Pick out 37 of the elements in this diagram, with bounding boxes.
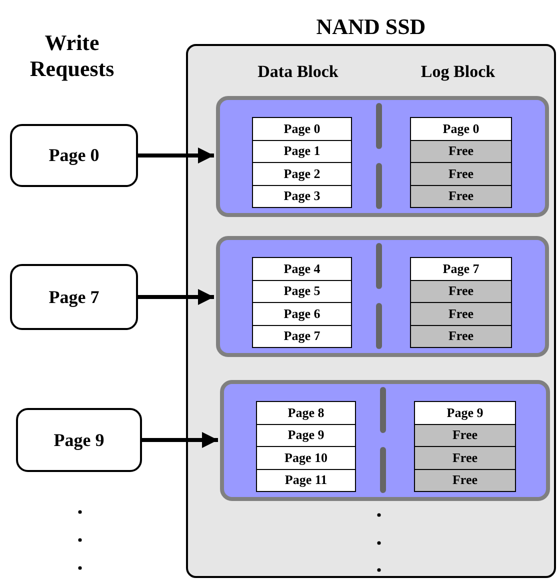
request-box: Page 7 — [10, 264, 138, 330]
arrow — [138, 289, 214, 305]
free-page-slot: Free — [410, 162, 512, 186]
page-slot: Page 2 — [252, 162, 352, 186]
page-slot: Page 4 — [252, 257, 352, 280]
page-slot: Page 9 — [256, 424, 356, 447]
page-slot: Page 8 — [256, 401, 356, 424]
block-group — [220, 380, 550, 501]
free-page-slot: Free — [410, 324, 512, 348]
page-slot: Page 10 — [256, 446, 356, 470]
page-slot: Page 3 — [252, 184, 352, 208]
arrow — [142, 432, 218, 448]
free-page-slot: Free — [410, 140, 512, 163]
page-slot: Page 5 — [252, 280, 352, 303]
page-slot: Page 0 — [410, 117, 512, 140]
free-page-slot: Free — [414, 446, 516, 470]
request-box: Page 0 — [10, 124, 138, 187]
column-heading: Write Requests — [28, 30, 116, 83]
free-page-slot: Free — [410, 184, 512, 208]
ssd-heading: NAND SSD — [315, 14, 427, 40]
block-group — [216, 236, 549, 357]
block-heading: Log Block — [420, 62, 496, 82]
arrow — [138, 148, 214, 164]
request-box: Page 9 — [16, 408, 142, 472]
free-page-slot: Free — [410, 302, 512, 326]
free-page-slot: Free — [410, 280, 512, 303]
page-slot: Page 7 — [410, 257, 512, 280]
block-heading: Data Block — [256, 62, 340, 82]
page-slot: Page 9 — [414, 401, 516, 424]
page-slot: Page 6 — [252, 302, 352, 326]
free-page-slot: Free — [414, 424, 516, 447]
block-group — [216, 96, 549, 217]
page-slot: Page 11 — [256, 468, 356, 492]
free-page-slot: Free — [414, 468, 516, 492]
page-slot: Page 1 — [252, 140, 352, 163]
page-slot: Page 0 — [252, 117, 352, 140]
page-slot: Page 7 — [252, 324, 352, 348]
